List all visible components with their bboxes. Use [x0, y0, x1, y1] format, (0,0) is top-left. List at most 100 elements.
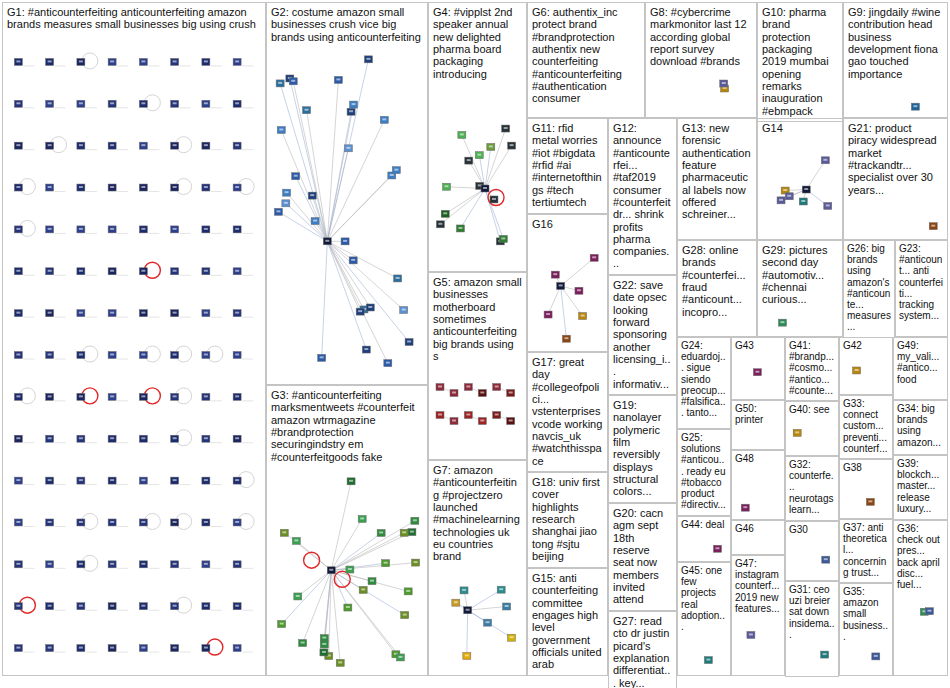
- network-edge: [242, 610, 253, 611]
- network-vertex: [704, 657, 712, 664]
- group-illustration: [777, 157, 832, 210]
- vertex-glyph: [505, 605, 509, 607]
- network-vertex: [14, 184, 22, 191]
- vertex-glyph: [346, 606, 350, 608]
- group-illustration: [747, 631, 755, 638]
- vertex-glyph: [141, 563, 145, 565]
- vertex-glyph: [79, 186, 83, 188]
- network-edge: [290, 78, 327, 241]
- vertex-glyph: [504, 127, 508, 129]
- group-box: G9: jingdaily #wine contribution head bu…: [843, 2, 948, 118]
- vertex-glyph: [110, 312, 114, 314]
- vertex-glyph: [173, 563, 177, 565]
- network-vertex: [46, 435, 54, 442]
- network-vertex: [303, 107, 311, 114]
- vertex-glyph: [235, 144, 239, 146]
- network-edge: [148, 652, 159, 653]
- network-vertex: [382, 560, 390, 567]
- network-edge: [23, 149, 34, 150]
- vertex-glyph: [16, 60, 20, 62]
- network-vertex: [171, 142, 179, 149]
- group-box: G37: anti theoretical... concerning trus…: [839, 519, 893, 583]
- network-vertex: [276, 80, 284, 87]
- network-vertex: [202, 310, 210, 317]
- network-edge: [117, 149, 128, 150]
- network-vertex: [108, 352, 116, 359]
- vertex-glyph: [204, 563, 208, 565]
- vertex-glyph: [466, 386, 470, 388]
- group-box: G31: ceo uzi breier sat down insidema...: [785, 581, 839, 677]
- network-vertex: [487, 143, 495, 150]
- network-vertex: [14, 268, 22, 275]
- network-vertex: [392, 167, 400, 174]
- vertex-glyph: [110, 647, 114, 649]
- group-label: G23: #anticount... anti counterfeiti... …: [896, 241, 947, 323]
- group-label: G44: deal: [678, 517, 730, 532]
- vertex-glyph: [352, 103, 356, 105]
- network-vertex: [400, 529, 408, 536]
- network-vertex: [866, 498, 874, 505]
- vertex-glyph: [467, 159, 471, 161]
- network-edge: [55, 275, 66, 276]
- network-vertex: [544, 311, 552, 318]
- group-box: G14: [757, 118, 843, 240]
- vertex-glyph: [466, 609, 470, 611]
- network-edge: [117, 107, 128, 108]
- vertex-glyph: [204, 479, 208, 481]
- network-vertex: [77, 603, 85, 610]
- vertex-glyph: [16, 228, 20, 230]
- network-vertex: [350, 101, 358, 108]
- group-box: G21: product piracy widespread market #t…: [843, 118, 948, 240]
- network-vertex: [356, 308, 364, 315]
- network-edge: [282, 570, 332, 624]
- vertex-glyph: [804, 188, 808, 190]
- vertex-glyph: [280, 623, 284, 625]
- group-illustration: [872, 653, 880, 660]
- network-vertex: [753, 369, 761, 376]
- network-vertex: [822, 556, 830, 563]
- group-illustration: [778, 319, 786, 326]
- network-vertex: [139, 603, 147, 610]
- network-edge: [55, 233, 66, 234]
- network-vertex: [821, 157, 829, 164]
- network-vertex: [77, 58, 85, 65]
- vertex-glyph: [173, 144, 177, 146]
- network-vertex: [436, 221, 444, 228]
- network-edge: [327, 120, 384, 241]
- group-box: G13: new forensic authentication feature…: [677, 118, 757, 240]
- group-box: G6: authentix_inc protect brand #brandpr…: [527, 2, 645, 118]
- group-box: G1: #anticounterfeiting anticounterfeiti…: [2, 2, 266, 676]
- network-vertex: [233, 645, 241, 652]
- network-edge: [55, 359, 66, 360]
- group-illustration: [741, 504, 749, 511]
- network-vertex: [478, 418, 486, 425]
- vertex-glyph: [443, 212, 447, 214]
- vertex-glyph: [780, 321, 784, 323]
- network-vertex: [233, 603, 241, 610]
- network-edge: [180, 275, 191, 276]
- group-label: G48: [732, 451, 784, 466]
- vertex-glyph: [343, 240, 347, 242]
- group-label: G45: one few projects real adoption...: [678, 563, 730, 634]
- vertex-glyph: [466, 414, 470, 416]
- network-edge: [485, 188, 503, 238]
- vertex-glyph: [48, 60, 52, 62]
- vertex-glyph: [462, 589, 466, 591]
- vertex-glyph: [322, 651, 326, 653]
- network-vertex: [777, 197, 785, 204]
- network-edge: [148, 317, 159, 318]
- network-vertex: [108, 58, 116, 65]
- network-edge: [148, 233, 159, 234]
- network-edge: [117, 233, 128, 234]
- network-edge: [86, 652, 97, 653]
- network-vertex: [405, 338, 413, 345]
- network-edge: [180, 568, 191, 569]
- network-vertex: [14, 58, 22, 65]
- vertex-glyph: [235, 563, 239, 565]
- group-illustration: [929, 223, 937, 230]
- network-edge: [327, 241, 370, 307]
- vertex-glyph: [349, 110, 353, 112]
- vertex-glyph: [204, 186, 208, 188]
- network-edge: [327, 241, 364, 309]
- network-edge: [180, 107, 191, 108]
